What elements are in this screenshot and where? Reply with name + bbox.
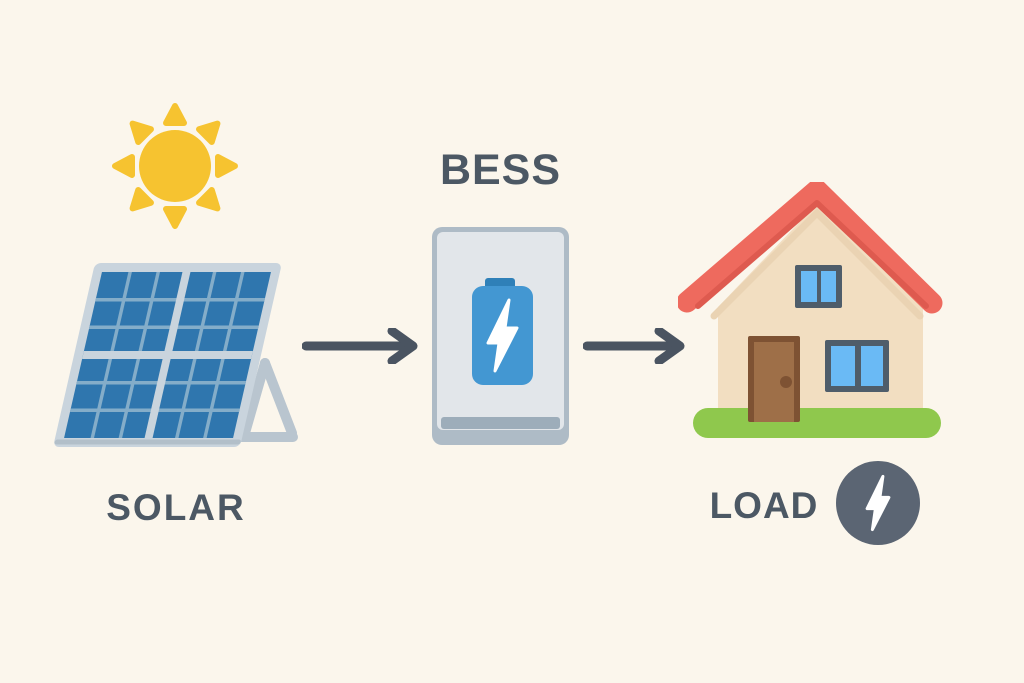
- solar-label: SOLAR: [106, 487, 246, 528]
- sun-rays: [112, 103, 238, 229]
- grass: [693, 408, 941, 438]
- lightning-bolt-icon: [865, 474, 891, 532]
- battery-icon: [472, 278, 533, 385]
- upper-window: [795, 265, 842, 308]
- house-icon: [678, 182, 943, 438]
- solar-panel-icon: [54, 263, 298, 447]
- bess-label: BESS: [439, 146, 562, 194]
- sun-icon: [112, 103, 238, 229]
- bess-cabinet-base-strip: [441, 417, 560, 429]
- lightning-bolt-icon: [486, 298, 519, 373]
- load-label: LOAD: [709, 485, 819, 526]
- lower-window: [825, 340, 889, 392]
- roof: [678, 182, 943, 314]
- door: [748, 336, 800, 422]
- lightning-bolt-badge-icon: [836, 461, 920, 545]
- panel-quadrant-dividers: [82, 272, 253, 438]
- sun-disc: [139, 130, 211, 202]
- roof-under-edge: [695, 200, 929, 309]
- door-knob: [780, 376, 792, 388]
- arrow-right-icon-solar-to-bess: [302, 328, 418, 364]
- bess-cabinet: [432, 227, 569, 445]
- house-eave-shadow: [710, 208, 924, 320]
- arrow-right-icon-bess-to-load: [583, 328, 685, 364]
